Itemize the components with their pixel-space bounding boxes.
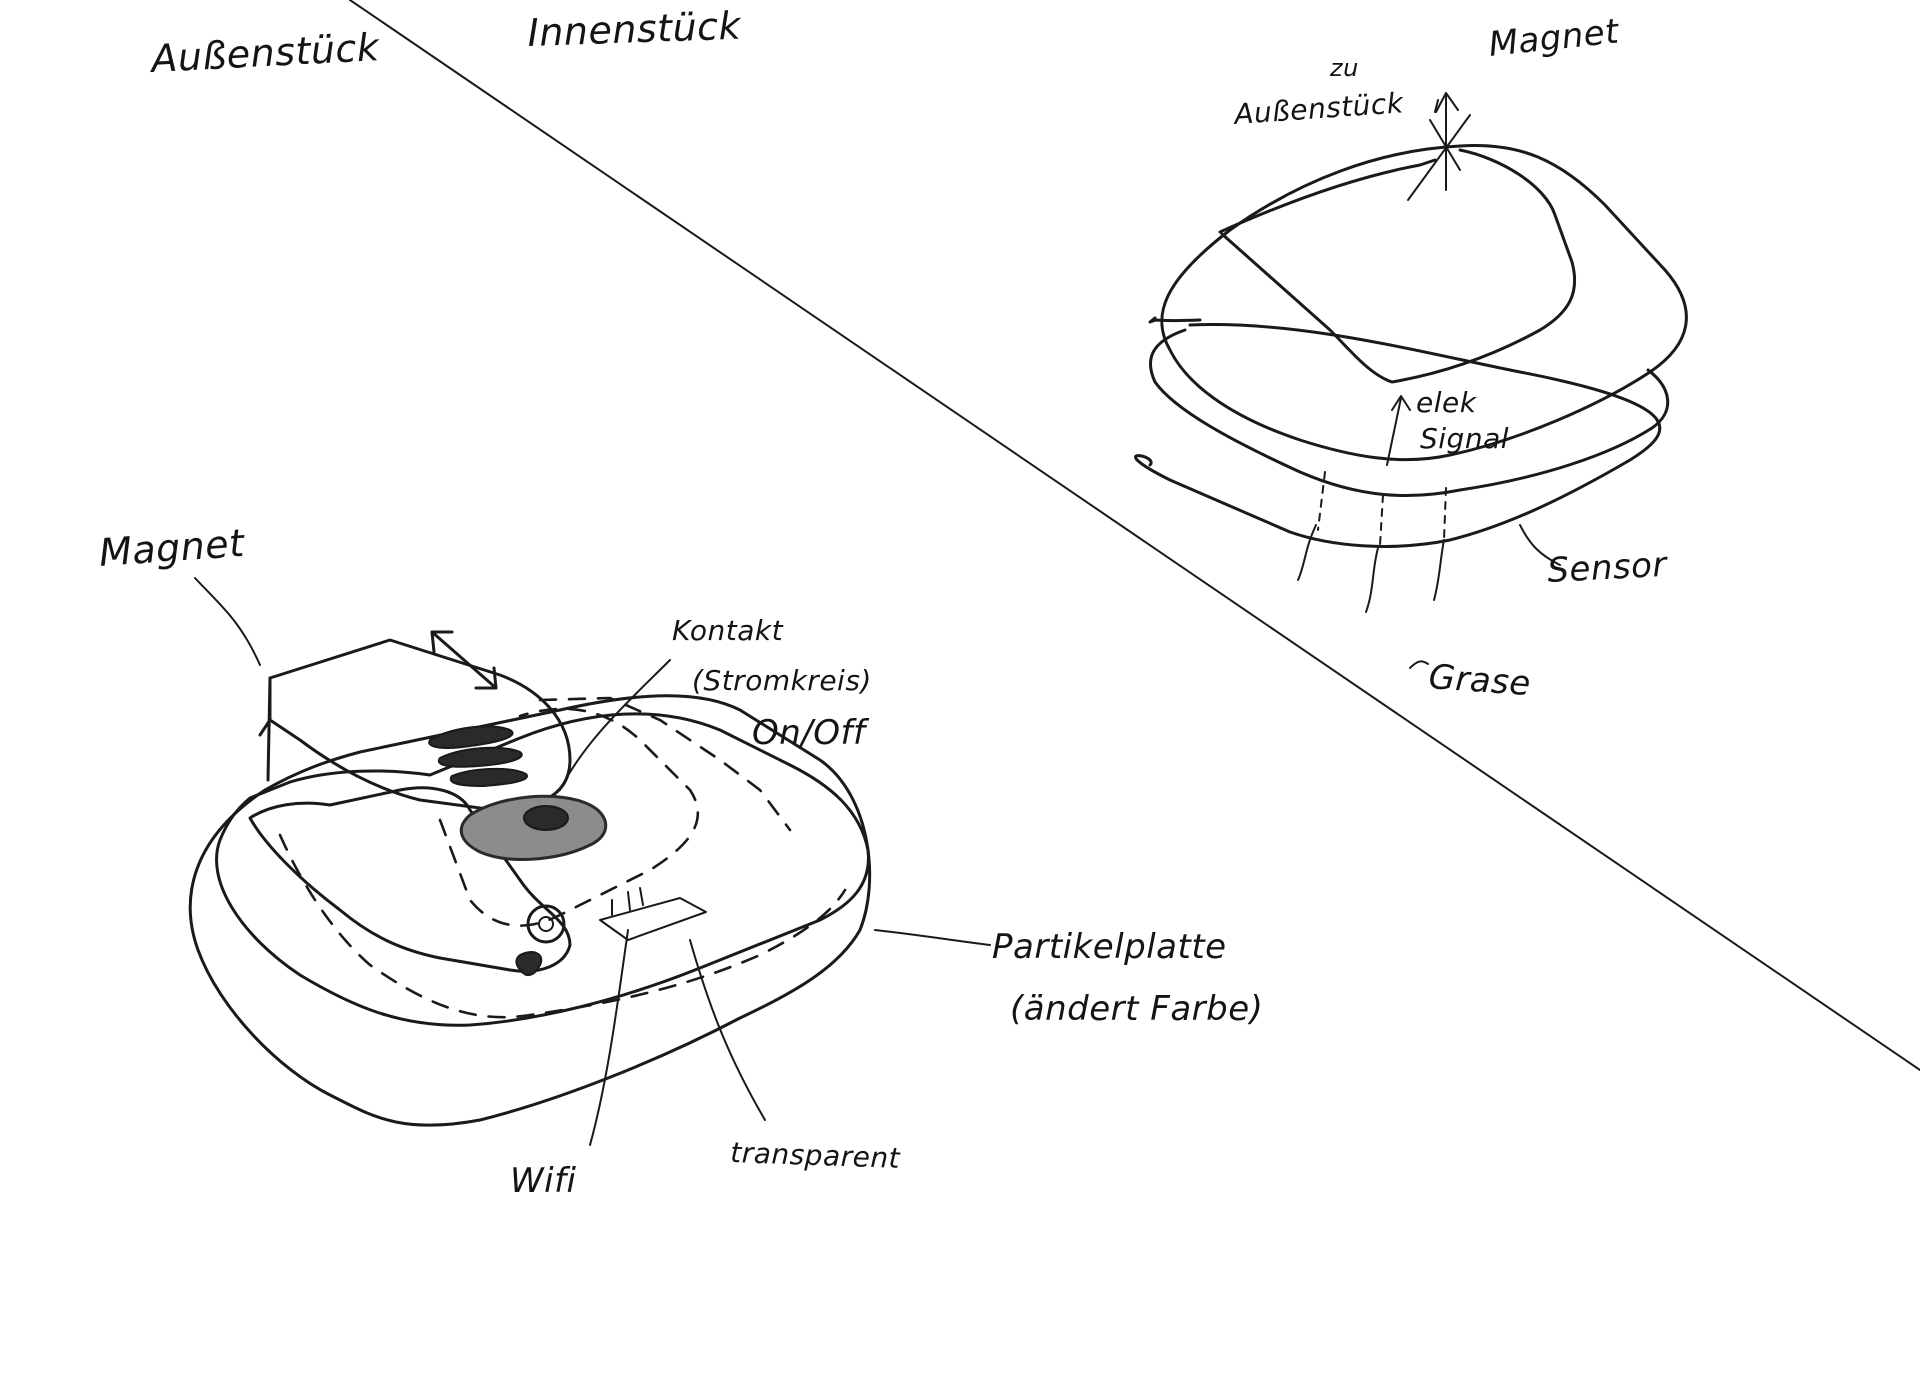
inner-magnet-label: Magnet	[1487, 11, 1622, 65]
particle-plate-dashed-edge	[538, 696, 792, 832]
signal-connection-line-3	[1443, 487, 1447, 541]
particle-plate-label: Partikelplatte	[992, 927, 1227, 967]
inner-to-word: zu	[1329, 54, 1359, 82]
tissue-strand-2	[1365, 547, 1379, 613]
wifi-leader-line	[589, 929, 629, 1146]
inner-pocket-outline	[248, 786, 572, 973]
button-icon	[526, 904, 566, 944]
upper-layer-top-surface	[1218, 148, 1577, 384]
outer-magnet-label: Magnet	[98, 521, 248, 575]
contact-pad-center	[523, 805, 569, 831]
particle-plate-leader-line	[874, 929, 991, 946]
wifi-label: Wifi	[510, 1161, 577, 1201]
particle-plate-dashed-inner	[438, 707, 700, 927]
signal-connection-line-2	[1379, 494, 1384, 546]
sensor-layer-body	[1149, 328, 1670, 498]
signal-connection-line	[1317, 471, 1326, 531]
tissue-label: Grase	[1427, 657, 1532, 704]
magnet-stripe-2	[437, 746, 523, 768]
window-connectors	[611, 887, 644, 916]
section-divider-line	[349, 0, 1920, 1071]
tissue-strand-3	[1433, 539, 1445, 601]
button-icon-inner	[538, 916, 554, 932]
indicator-dot-icon	[515, 951, 543, 977]
signal-label-line1: elek	[1416, 386, 1478, 419]
color-change-label: (ändert Farbe)	[1010, 989, 1263, 1029]
device-base-outline	[188, 694, 872, 1127]
inner-piece-drawing	[1134, 92, 1688, 669]
tissue-leader-mark	[1409, 660, 1429, 669]
magnet-stripe-3	[449, 767, 529, 788]
signal-label-line2: Signal	[1420, 422, 1509, 455]
contact-leader-line	[559, 659, 671, 791]
sensor-layer-outline	[1134, 316, 1662, 548]
tissue-strand	[1297, 524, 1317, 581]
magnet-leader-line	[194, 577, 261, 666]
contact-label: Kontakt	[672, 614, 784, 647]
double-arrow-icon	[430, 630, 498, 690]
switch-state-label: On/Off	[752, 713, 870, 753]
inner-to-outer-label: Außenstück	[1231, 86, 1406, 131]
transparent-label: transparent	[730, 1136, 901, 1175]
inner-section-title: Innenstück	[527, 4, 743, 55]
up-arrow-icon-signal	[1386, 395, 1411, 466]
transparent-leader-line	[689, 939, 766, 1121]
up-arrow-icon	[1435, 92, 1459, 191]
sensor-leader-line	[1519, 524, 1561, 566]
upper-layer-outline	[1160, 143, 1688, 462]
device-top-rim	[215, 712, 870, 1027]
magnet-clip-side	[258, 676, 272, 782]
window-outline	[599, 897, 707, 941]
circuit-label: (Stromkreis)	[692, 664, 872, 697]
particle-plate-dashed-outline	[278, 833, 847, 1019]
outer-piece-drawing	[188, 577, 991, 1146]
magnet-stripe	[428, 725, 514, 749]
magnet-clip-outline	[268, 638, 572, 811]
sensor-label: Sensor	[1546, 545, 1669, 591]
outer-section-title: Außenstück	[147, 25, 382, 81]
